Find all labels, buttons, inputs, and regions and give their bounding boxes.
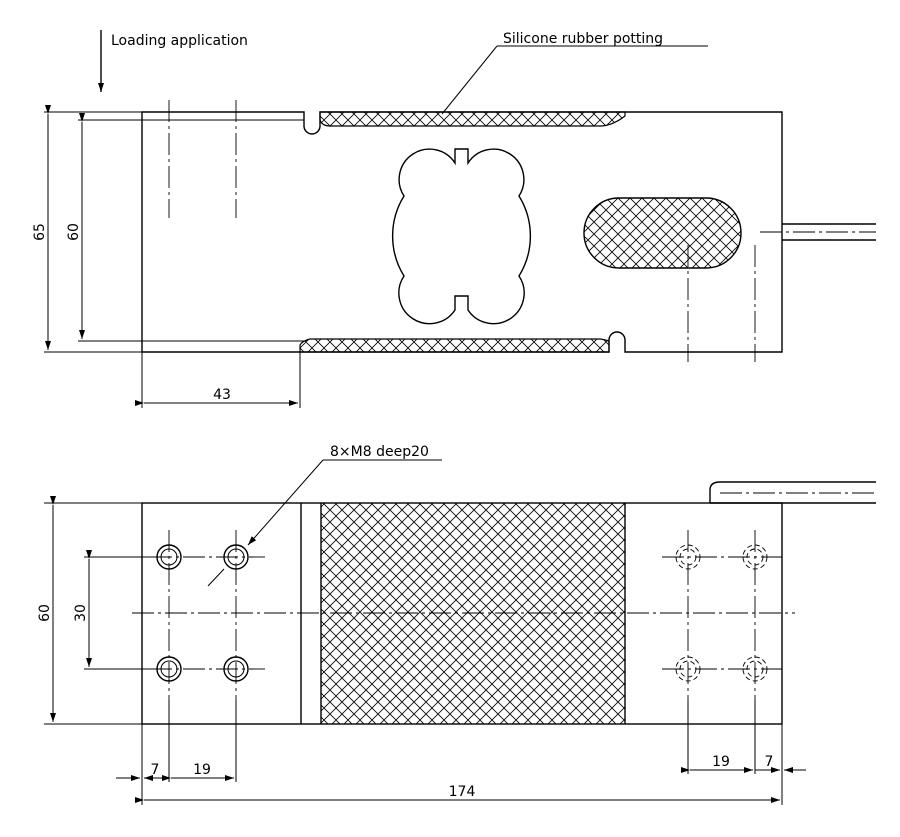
threaded-hole <box>223 656 249 682</box>
holes-leader <box>207 459 442 587</box>
holes-label: 8×M8 deep20 <box>330 444 429 460</box>
dim-label-19-left: 19 <box>193 762 211 778</box>
dim-label-30: 30 <box>73 604 89 622</box>
hidden-hole <box>742 656 768 682</box>
dim-label-174: 174 <box>449 784 476 800</box>
loading-label: Loading application <box>111 33 248 49</box>
dim-label-43: 43 <box>213 387 231 403</box>
potting-label: Silicone rubber potting <box>503 31 663 47</box>
hidden-hole <box>742 544 768 570</box>
cable-bottom <box>709 481 876 504</box>
load-cell-body-outline <box>141 111 783 353</box>
cable-entry-potting <box>583 197 742 269</box>
hidden-hole <box>675 544 701 570</box>
dim-label-7-right: 7 <box>765 754 774 770</box>
bottom-view: 8×M8 deep20 60 30 7 19 <box>37 444 876 805</box>
dim-label-60-bottom: 60 <box>37 604 53 622</box>
potting-leader <box>441 45 708 115</box>
cable-top <box>760 223 876 241</box>
dim-label-7-left: 7 <box>151 762 160 778</box>
hidden-hole <box>675 656 701 682</box>
threaded-hole <box>223 544 249 570</box>
flexure-cutout <box>391 148 532 325</box>
dim-label-60-top: 60 <box>66 223 82 241</box>
top-view: Loading application Silicone rubber pott… <box>32 30 876 408</box>
dim-label-19-right: 19 <box>712 754 730 770</box>
bottom-potting-face <box>321 503 625 724</box>
potting-strip-top <box>319 111 626 127</box>
potting-strip-bottom <box>299 338 610 353</box>
dim-label-65: 65 <box>32 223 48 241</box>
